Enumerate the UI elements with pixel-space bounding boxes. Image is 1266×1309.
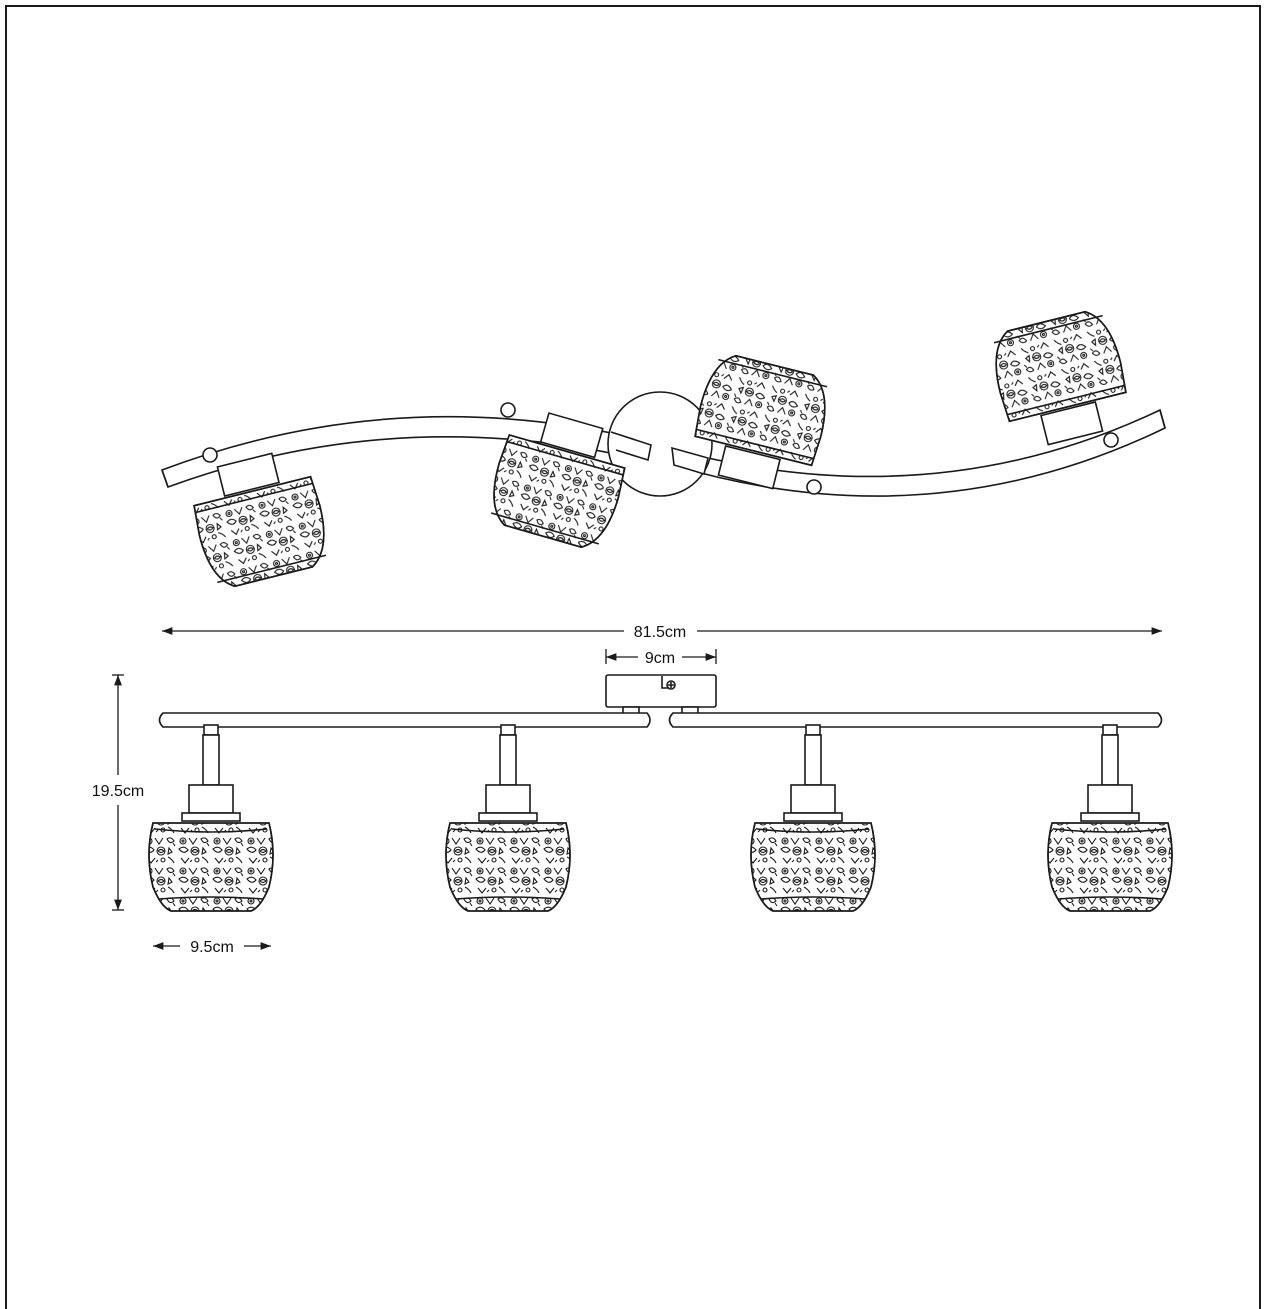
- spotlight-top-4: [986, 306, 1128, 446]
- dimension-height: [112, 674, 124, 911]
- spotlight-top-2: [483, 412, 627, 554]
- spotlight-front-3: [750, 724, 876, 912]
- spotlight-top-3: [693, 350, 835, 490]
- base-width-label: 9cm: [645, 650, 675, 667]
- swivel-joint: [500, 402, 516, 418]
- spotlight-front-4: [1047, 724, 1173, 912]
- height-label: 19.5cm: [92, 783, 144, 800]
- spotlight-front-2: [445, 724, 571, 912]
- spotlight-front-1: [148, 724, 274, 912]
- spotlight-top-1: [192, 452, 334, 592]
- front-right-bar: [668, 712, 1163, 728]
- total-length-label: 81.5cm: [634, 624, 686, 641]
- swivel-joint: [1103, 432, 1119, 448]
- front-view: [148, 674, 1173, 912]
- swivel-joint: [806, 479, 822, 495]
- drawing-frame: [5, 5, 1261, 1309]
- base-plate: [607, 391, 713, 497]
- ceiling-base: [605, 674, 717, 716]
- shade-width-label: 9.5cm: [190, 939, 234, 956]
- dimension-base-width: [605, 649, 717, 664]
- swivel-joint: [202, 447, 218, 463]
- right-curved-bar: [666, 408, 1166, 497]
- front-left-bar: [158, 712, 651, 728]
